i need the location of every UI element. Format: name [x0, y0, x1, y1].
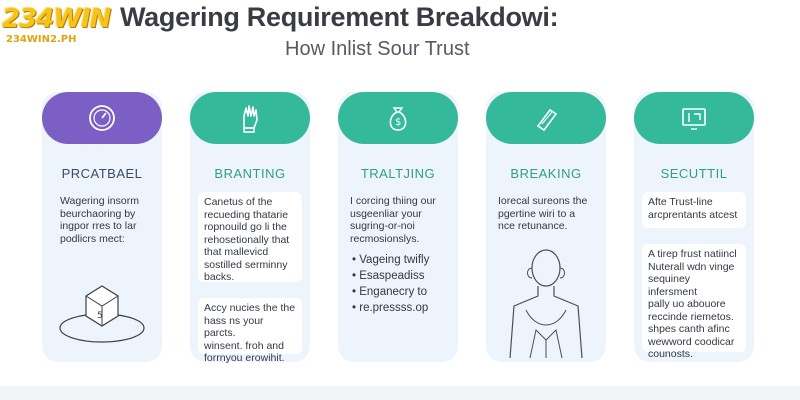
- panel-5-line: Nuterall wdn vinge: [648, 260, 735, 273]
- panel-3-line: I corcing thiing our: [350, 195, 436, 207]
- panel-1-line: Wagering insorm: [60, 195, 139, 207]
- panel-4-heading: BREAKING: [510, 166, 582, 181]
- panel-5-cap: [634, 92, 754, 144]
- panel-2-line: ropnouild go li the: [204, 221, 287, 233]
- panel-2-line: hass ns your parcts.: [204, 314, 264, 340]
- svg-text:$: $: [395, 117, 401, 128]
- panel-1-text: Wagering insorm beurchaoring by ingpor r…: [60, 195, 164, 245]
- panel-3-bullet-box: • Vageing twifly • Esaspeadiss • Enganec…: [346, 248, 450, 318]
- logo-subtext: 234WIN2.PH: [6, 34, 77, 45]
- panel-2-line: rehosetionally that: [204, 233, 290, 246]
- panel-3-bullet-text: Vageing twifly: [359, 254, 430, 266]
- panel-2-line: Accy nucies the the: [204, 302, 296, 314]
- footer-bar: [0, 386, 800, 400]
- panel-4-line: pgertine wiri to a: [498, 207, 576, 220]
- panel-1-line: ingpor rres to lar: [60, 220, 137, 232]
- cube-platform-graphic: 5: [54, 272, 150, 352]
- panel-3-bullet: • re.pressss.op: [352, 302, 429, 314]
- panel-3-bullet: • Vageing twifly: [352, 254, 430, 266]
- panel-4-line: nce retunance.: [498, 220, 568, 232]
- panel-2-box-1: Canetus of the recueding thatarie ropnou…: [198, 192, 302, 283]
- panel-2-line: winsent. froh and: [204, 339, 284, 352]
- panel-5-box-2: A tirep frust natiincl Nuterall wdn ving…: [642, 244, 746, 360]
- money-bag-icon: $: [382, 102, 414, 134]
- panel-3-line: sugring-or-noi: [350, 220, 415, 232]
- panel-5-line: arcprentants atcest: [648, 208, 738, 221]
- logo-text: 234WIN: [2, 4, 111, 34]
- panel-5-line: counosts.: [648, 348, 693, 360]
- panel-2-heading: BRANTING: [214, 166, 286, 181]
- panel-3-bullet: • Enganecry to: [352, 286, 427, 298]
- panel-3-heading: TRALTJING: [360, 166, 436, 181]
- panel-4: BREAKING Iorecal sureons the pgertine wi…: [486, 92, 606, 362]
- panel-2-line: sostilled serminny: [204, 258, 288, 271]
- panel-5-box-1: Afte Trust-line arcprentants atcest: [642, 192, 746, 228]
- panel-5-line: pally uo abouore: [648, 298, 726, 310]
- panel-5-heading: SECUTTIL: [660, 166, 728, 181]
- person-outline-graphic: [496, 240, 596, 360]
- panel-3-bullet-text: Esaspeadiss: [359, 270, 425, 282]
- panel-3-line: recmosionslys.: [350, 232, 420, 245]
- panel-2: BRANTING Canetus of the recueding thatar…: [190, 92, 310, 364]
- panel-3: $ TRALTJING I corcing thiing our usgeenl…: [338, 92, 458, 362]
- panel-2-cap: [190, 92, 310, 144]
- brand-logo: 234WIN 234WIN2.PH: [2, 4, 114, 48]
- panel-1: PRCATBAEL Wagering insorm beurchaoring b…: [42, 92, 162, 362]
- panel-2-line: that mallevicd: [204, 246, 269, 258]
- panel-5-line: shpes canth afinc: [648, 323, 730, 335]
- svg-text:5: 5: [97, 311, 103, 321]
- panel-4-line: Iorecal sureons the: [498, 195, 588, 207]
- panel-2-line: backs.: [204, 271, 235, 283]
- panel-3-bullet-text: re.pressss.op: [359, 302, 429, 314]
- panel-1-line: beurchaoring by: [60, 207, 136, 220]
- panel-3-line: usgeenliar your: [350, 207, 422, 220]
- panel-3-text: I corcing thiing our usgeenliar your sug…: [350, 195, 454, 245]
- clock-gauge-icon: [86, 102, 118, 134]
- panel-2-line: Canetus of the: [204, 196, 273, 208]
- screen-arrow-icon: [678, 102, 710, 134]
- page-title: Wagering Requirement Breakdowi:: [120, 2, 559, 32]
- panel-3-bullet-text: Enganecry to: [359, 286, 427, 298]
- panel-4-text: Iorecal sureons the pgertine wiri to a n…: [498, 195, 602, 233]
- panel-5-line: wewword coodicar: [648, 335, 735, 348]
- paper-roll-icon: [530, 102, 562, 134]
- page-subtitle: How Inlist Sour Trust: [285, 38, 470, 60]
- panel-2-line: recueding thatarie: [204, 208, 289, 221]
- panel-3-bullet: • Esaspeadiss: [352, 270, 425, 282]
- panel-4-cap: [486, 92, 606, 144]
- panel-2-box-2: Accy nucies the the hass ns your parcts.…: [198, 298, 302, 364]
- panel-1-cap: [42, 92, 162, 144]
- panel-3-cap: $: [338, 92, 458, 144]
- panel-5-line: reccinde riemetos.: [648, 310, 734, 323]
- panel-1-line: podlicrs mect:: [60, 232, 125, 245]
- panel-5-line: A tirep frust natiincl: [648, 248, 737, 260]
- glove-hand-icon: [234, 102, 266, 134]
- panel-1-heading: PRCATBAEL: [61, 166, 143, 181]
- panel-2-line: forrnyou erowihit.: [204, 352, 285, 364]
- panel-5-line: Afte Trust-line: [648, 196, 713, 208]
- panel-5-line: sequiney infersment: [648, 273, 698, 298]
- panel-5: SECUTTIL Afte Trust-line arcprentants at…: [634, 92, 754, 362]
